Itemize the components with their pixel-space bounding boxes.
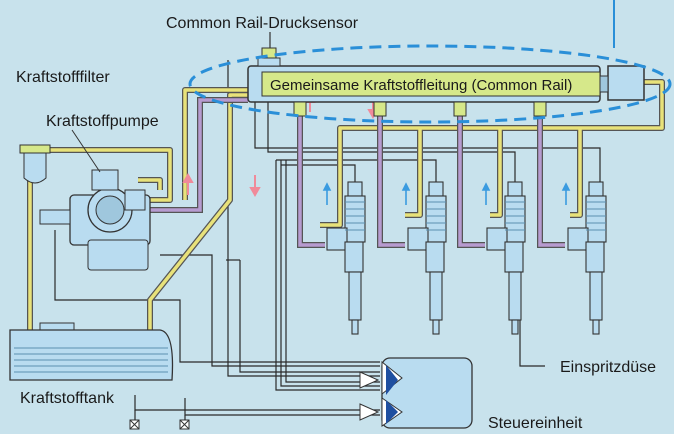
ecu-icon — [359, 357, 473, 429]
sensor-terminals — [129, 419, 190, 430]
label-ecu: Steuereinheit — [488, 415, 583, 432]
injectors — [326, 181, 607, 335]
injector-icon — [326, 181, 366, 335]
label-filter: Kraftstofffilter — [16, 69, 110, 86]
label-tank: Kraftstofftank — [20, 390, 115, 407]
label-injector: Einspritzdüse — [560, 359, 656, 376]
injector-icon — [407, 181, 447, 335]
injector-icon — [567, 181, 607, 335]
pump-icon — [39, 169, 151, 271]
rail-highlight-outline — [188, 44, 672, 124]
common-rail: Gemeinsame Kraftstoffleitung (Common Rai… — [247, 65, 645, 117]
label-pressure-sensor: Common Rail-Drucksensor — [166, 15, 359, 32]
injector-icon — [486, 181, 526, 335]
tank-icon — [9, 322, 174, 381]
filter-icon — [19, 144, 51, 184]
flow-arrows — [322, 182, 571, 205]
high-pressure-lines — [140, 97, 565, 248]
rail-label: Gemeinsame Kraftstoffleitung (Common Rai… — [270, 77, 572, 94]
label-pump: Kraftstoffpumpe — [46, 113, 159, 130]
